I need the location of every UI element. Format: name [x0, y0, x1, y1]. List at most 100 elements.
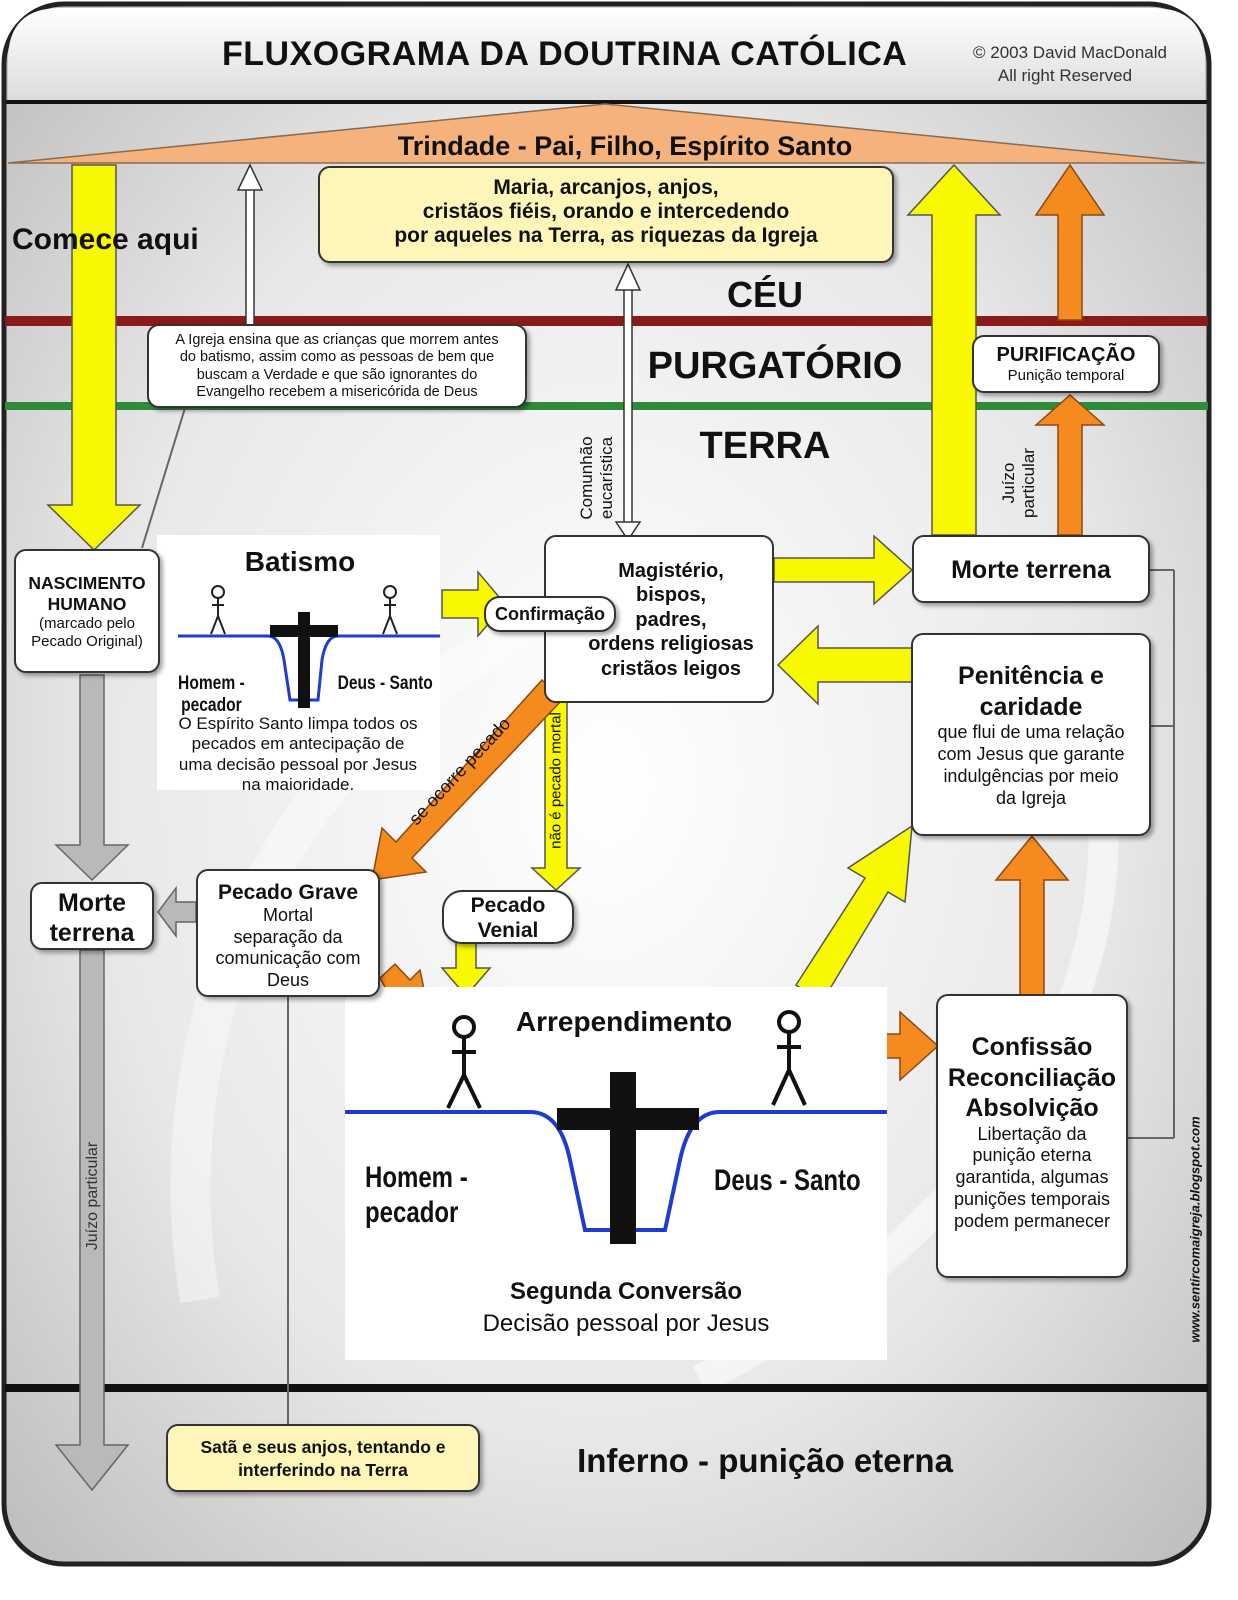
- hell-boundary: [5, 1384, 1208, 1392]
- confession-box: Confissão Reconciliação Absolvição Liber…: [936, 994, 1128, 1278]
- communion-line-2: eucarística: [597, 436, 617, 520]
- purgatory-label: PURGATÓRIO: [647, 345, 903, 387]
- penance-text-1: que flui de uma relação: [937, 722, 1125, 742]
- second-conversion-text: Decisão pessoal por Jesus: [482, 1310, 770, 1337]
- penance-title-1: Penitência e: [958, 662, 1104, 690]
- venial-sin-box: Pecado Venial: [442, 890, 574, 944]
- satan-line-1: Satã e seus anjos, tentando e: [200, 1437, 446, 1457]
- communion-line-1: Comunhão: [577, 436, 596, 520]
- communion-arrow: [614, 262, 642, 542]
- earthly-death-right-label: Morte terrena: [951, 556, 1111, 584]
- death-to-hell-arrow: [54, 949, 130, 1492]
- hell-label: Inferno - punição eterna: [577, 1442, 953, 1479]
- purification-sub: Punição temporal: [1007, 367, 1125, 384]
- satan-box: Satã e seus anjos, tentando e interferin…: [166, 1424, 480, 1492]
- venial-down-arrow: [440, 941, 492, 998]
- purification-box: PURIFICAÇÃO Punição temporal: [972, 335, 1160, 393]
- confession-title-2: Reconciliação: [947, 1063, 1117, 1092]
- baptism-text-2: pecados em antecipação de: [191, 734, 405, 754]
- purgatory-entry-arrow: [1034, 393, 1106, 536]
- baptism-text-1: O Espírito Santo limpa todos os: [178, 714, 418, 733]
- birth-sub-1: (marcado pelo: [39, 615, 135, 632]
- church-line-1: A Igreja ensina que as crianças que morr…: [175, 332, 499, 348]
- baptism-text-3: uma decisão pessoal por Jesus: [178, 754, 418, 774]
- confession-title-1: Confissão: [971, 1033, 1093, 1061]
- page-title: FLUXOGRAMA DA DOUTRINA CATÓLICA: [222, 35, 908, 73]
- website-label: www.sentircomaigreja.blogspot.com: [1187, 1116, 1203, 1343]
- magisterium-line-5: cristãos leigos: [600, 657, 742, 680]
- heaven-label: CÉU: [726, 274, 803, 315]
- birth-box: NASCIMENTO HUMANO (marcado pelo Pecado O…: [14, 549, 160, 673]
- saints-line-1: Maria, arcanjos, anjos,: [493, 176, 719, 199]
- not-mortal-label: não é pecado mortal: [547, 712, 565, 849]
- penance-text-3: indulgências por meio: [943, 765, 1119, 786]
- trinity-triangle: [7, 103, 1206, 164]
- repentance-left-label: Homem - pecador: [365, 1161, 468, 1230]
- communion-label: Comunhão eucarística: [577, 423, 623, 533]
- venial-line-1: Pecado: [470, 894, 546, 917]
- purification-up-arrow: [1034, 163, 1106, 321]
- start-arrow: [46, 164, 142, 552]
- birth-sub-2: Pecado Original): [31, 633, 143, 650]
- saints-line-3: por aqueles na Terra, as riquezas da Igr…: [394, 224, 818, 247]
- satan-line-2: interferindo na Terra: [238, 1459, 408, 1480]
- grave-to-death-arrow: [157, 885, 197, 939]
- repentance-right-label: Deus - Santo: [714, 1164, 861, 1197]
- church-teaches-box: A Igreja ensina que as crianças que morr…: [147, 324, 527, 408]
- copyright-line-2: All right Reserved: [997, 66, 1133, 85]
- church-line-2: do batismo, assim como as pessoas de bem…: [179, 349, 495, 366]
- penance-to-magisterium-arrow: [776, 624, 913, 706]
- second-conversion-title: Segunda Conversão: [509, 1278, 743, 1305]
- not-mortal-arrow: [530, 689, 582, 892]
- purgatory-boundary: [5, 402, 1208, 410]
- confession-text-1: Libertação da: [977, 1123, 1087, 1144]
- baptism-text-4: na maioridade.: [241, 775, 355, 795]
- magisterium-line-3: padres,: [635, 608, 707, 631]
- death-left-line-2: terrena: [49, 919, 135, 947]
- if-sin-arrow: [371, 678, 564, 881]
- penance-text-2: com Jesus que garante: [937, 743, 1125, 764]
- magisterium-line-2: bispos,: [635, 584, 706, 607]
- judgment-particular-label: Juízo particular: [999, 438, 1043, 528]
- repentance-cross: [610, 1072, 636, 1244]
- diagram-canvas: FLUXOGRAMA DA DOUTRINA CATÓLICA © 2003 D…: [1, 1, 1212, 1567]
- saints-box: Maria, arcanjos, anjos, cristãos fiéis, …: [318, 166, 894, 263]
- grave-sin-text-4: Deus: [266, 969, 310, 990]
- grave-sin-title: Pecado Grave: [217, 881, 359, 904]
- baptism-title: Batismo: [244, 546, 356, 577]
- confession-text-2: punição eterna: [972, 1145, 1092, 1166]
- church-line-4: Evangelho recebem a misericórida de Deus: [196, 384, 478, 401]
- heaven-boundary: [5, 316, 1208, 326]
- saints-line-2: cristãos fiéis, orando e intercedendo: [422, 200, 790, 223]
- baptism-man-figure: [210, 585, 226, 635]
- confession-title-3: Absolvição: [965, 1094, 1099, 1122]
- trinity-label: Trindade - Pai, Filho, Espírito Santo: [397, 131, 853, 161]
- baptism-god-figure: [382, 585, 398, 635]
- birth-title-1: NASCIMENTO: [28, 573, 146, 593]
- copyright-line-1: © 2003 David MacDonald: [973, 43, 1167, 62]
- repentance-title: Arrependimento: [515, 1006, 733, 1037]
- grave-sin-text-3: comunicação com: [215, 948, 361, 969]
- judgment-left-label: Juízo particular: [84, 1141, 101, 1251]
- confirmation-box-front: Confirmação: [484, 596, 616, 632]
- start-here-label: Comece aqui: [12, 223, 199, 256]
- baptism-right-label: Deus - Santo: [337, 673, 433, 694]
- death-left-line-1: Morte: [57, 889, 127, 917]
- confession-text-3: garantida, algumas: [955, 1167, 1109, 1188]
- magisterium-to-death-arrow: [773, 534, 914, 606]
- magisterium-line-4: ordens religiosas: [588, 633, 754, 656]
- magisterium-line-1: Magistério,: [618, 560, 724, 582]
- confession-text-5: podem permanecer: [953, 1211, 1111, 1232]
- confession-text-4: punições temporais: [953, 1189, 1111, 1210]
- baptism-text: O Espírito Santo limpa todos os pecados …: [160, 714, 436, 796]
- earth-label: TERRA: [699, 425, 831, 467]
- penance-box: Penitência e caridade que flui de uma re…: [911, 633, 1151, 836]
- birth-to-death-arrow: [54, 674, 130, 882]
- earthly-death-left-box: Morte terrena: [30, 882, 154, 950]
- grave-sin-box: Pecado Grave Mortal separação da comunic…: [196, 869, 380, 997]
- confirmation-label-front: Confirmação: [494, 604, 606, 624]
- penance-title-2: caridade: [979, 692, 1083, 721]
- confession-to-penance-arrow: [994, 834, 1070, 996]
- judgment-line-2: particular: [1019, 448, 1039, 518]
- church-line-3: buscam a Verdade e que são ignorantes do: [196, 366, 478, 383]
